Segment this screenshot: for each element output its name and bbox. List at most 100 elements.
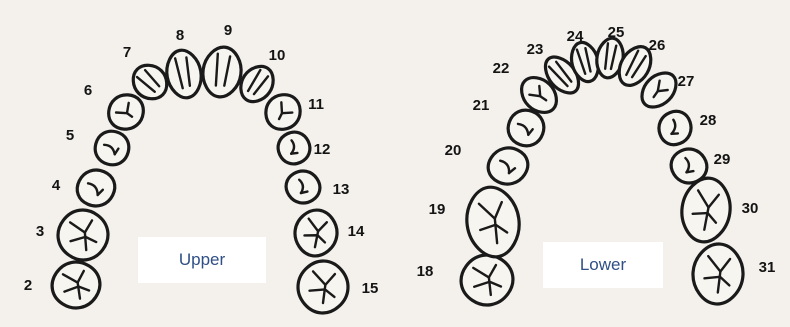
tooth-31-crown <box>691 242 745 306</box>
tooth-number-5: 5 <box>66 127 74 144</box>
tooth-8-groove <box>173 57 184 90</box>
tooth-3-groove <box>69 235 98 244</box>
tooth-number-26: 26 <box>649 37 666 54</box>
tooth-18-groove <box>473 280 503 288</box>
tooth-18 <box>459 253 515 307</box>
tooth-10 <box>239 64 275 104</box>
tooth-number-27: 27 <box>678 73 695 90</box>
tooth-number-29: 29 <box>714 151 731 168</box>
tooth-31-groove <box>703 275 731 287</box>
tooth-number-18: 18 <box>417 263 434 280</box>
tooth-number-7: 7 <box>123 44 131 61</box>
tooth-20-groove <box>499 159 511 175</box>
tooth-8 <box>165 48 203 100</box>
tooth-4-groove <box>86 182 99 197</box>
tooth-number-8: 8 <box>176 27 184 44</box>
tooth-6 <box>107 93 145 131</box>
tooth-number-22: 22 <box>493 60 510 77</box>
tooth-26 <box>617 45 653 87</box>
tooth-2-groove <box>76 281 82 300</box>
tooth-number-6: 6 <box>84 82 92 99</box>
tooth-number-19: 19 <box>429 201 446 218</box>
tooth-3 <box>56 208 110 262</box>
tooth-number-4: 4 <box>52 177 61 194</box>
tooth-15-groove <box>308 288 336 299</box>
tooth-number-23: 23 <box>527 41 544 58</box>
tooth-10-crown <box>239 64 275 104</box>
tooth-15 <box>296 259 350 315</box>
tooth-8-groove <box>185 56 192 88</box>
tooth-11-groove <box>277 112 284 121</box>
tooth-2-crown <box>50 260 102 310</box>
tooth-10-groove <box>252 75 270 96</box>
tooth-number-3: 3 <box>36 223 44 240</box>
tooth-14 <box>293 208 339 258</box>
tooth-26-groove <box>625 49 640 77</box>
tooth-19 <box>465 185 521 259</box>
tooth-12-groove <box>289 151 299 155</box>
tooth-number-25: 25 <box>608 24 625 41</box>
tooth-2-groove <box>63 285 91 293</box>
tooth-30-groove <box>691 211 718 224</box>
tooth-number-15: 15 <box>362 280 379 297</box>
tooth-number-14: 14 <box>348 223 365 240</box>
tooth-10-groove <box>246 68 262 93</box>
tooth-14-crown <box>293 208 339 258</box>
tooth-25-groove <box>609 44 618 71</box>
tooth-20-groove <box>507 167 517 175</box>
tooth-3-groove <box>83 231 88 252</box>
tooth-13-groove <box>299 190 309 195</box>
tooth-number-13: 13 <box>333 181 350 198</box>
tooth-number-30: 30 <box>742 200 759 217</box>
tooth-9 <box>201 45 243 99</box>
tooth-24-groove <box>584 47 592 73</box>
lower-jaw-label: Lower <box>543 242 663 288</box>
tooth-number-20: 20 <box>445 142 462 159</box>
tooth-4-groove <box>96 188 105 197</box>
tooth-8-crown <box>165 48 203 100</box>
tooth-27 <box>640 71 678 109</box>
tooth-19-groove <box>479 223 509 234</box>
tooth-21-groove <box>527 128 534 136</box>
tooth-number-2: 2 <box>24 277 32 294</box>
tooth-22 <box>520 76 558 114</box>
tooth-29 <box>669 147 709 185</box>
tooth-30-crown <box>680 176 732 244</box>
tooth-5 <box>93 129 131 167</box>
tooth-5-groove <box>113 147 120 156</box>
tooth-23-groove <box>554 60 573 83</box>
tooth-number-10: 10 <box>269 47 286 64</box>
tooth-23 <box>543 55 581 95</box>
tooth-7-groove <box>143 68 161 88</box>
tooth-number-21: 21 <box>473 97 490 114</box>
tooth-22-groove <box>539 95 548 102</box>
tooth-15-crown <box>296 259 350 315</box>
upper-jaw-label: Upper <box>138 237 266 283</box>
tooth-number-28: 28 <box>700 112 717 129</box>
tooth-14-groove <box>313 230 320 249</box>
tooth-24-groove <box>575 48 587 75</box>
tooth-26-groove <box>630 54 647 79</box>
tooth-number-12: 12 <box>314 141 331 158</box>
tooth-3-crown <box>56 208 110 262</box>
tooth-31 <box>691 242 745 306</box>
tooth-28-groove <box>670 132 680 136</box>
tooth-25-groove <box>603 42 610 70</box>
tooth-2 <box>50 260 102 310</box>
tooth-7-groove <box>135 75 156 93</box>
tooth-13 <box>284 169 322 205</box>
tooth-20 <box>486 146 530 186</box>
tooth-number-24: 24 <box>567 28 584 45</box>
tooth-21 <box>506 108 546 148</box>
tooth-14-groove <box>303 234 327 244</box>
tooth-18-groove <box>487 276 493 297</box>
tooth-9-groove <box>223 55 232 87</box>
tooth-28 <box>657 109 693 147</box>
tooth-30 <box>680 176 732 244</box>
tooth-19-crown <box>465 185 521 259</box>
